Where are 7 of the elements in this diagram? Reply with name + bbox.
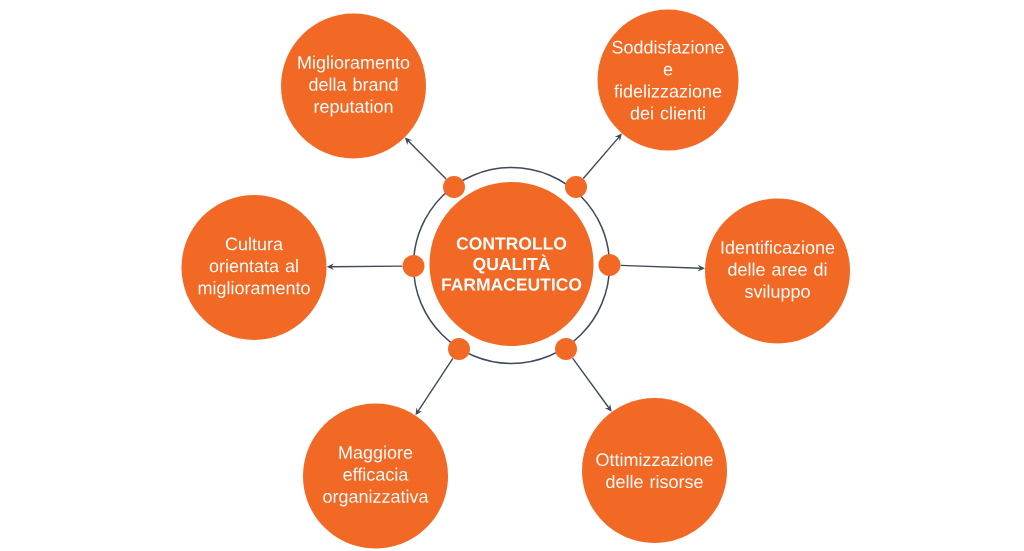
dot [448,338,470,360]
dot [402,255,425,277]
arrow [571,357,612,412]
dot [598,254,621,276]
dot [565,176,587,198]
dot [555,338,577,360]
dot [443,176,465,198]
